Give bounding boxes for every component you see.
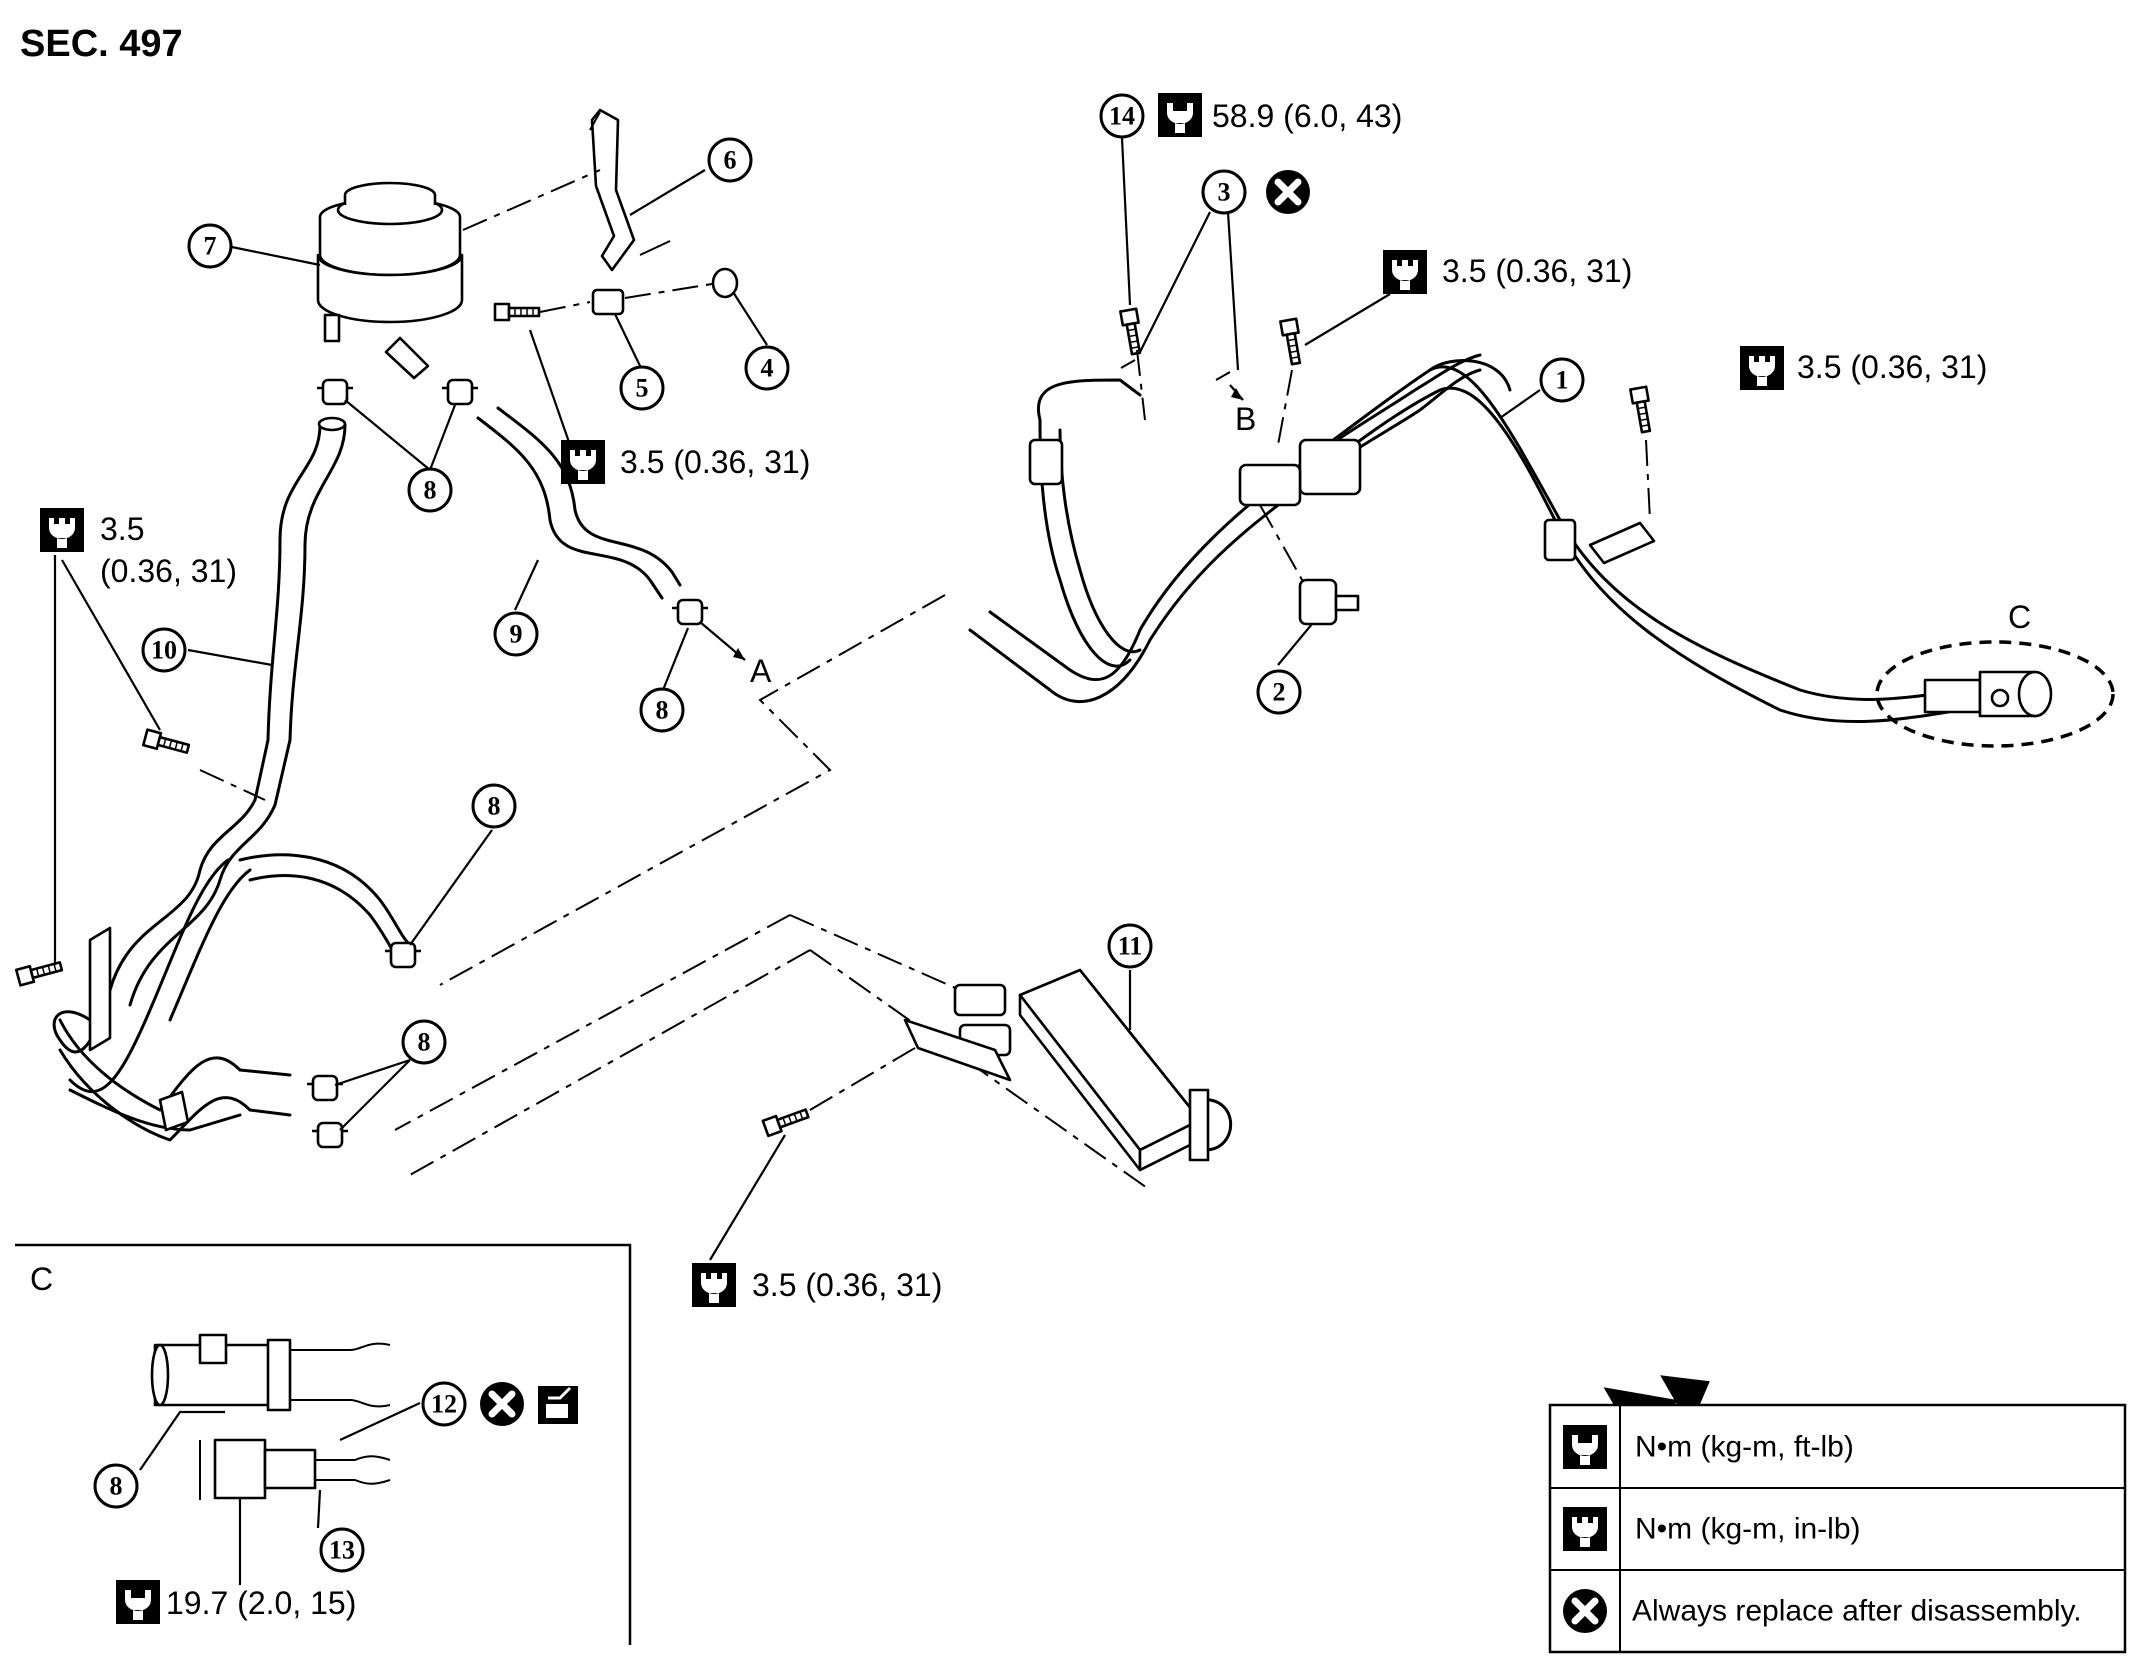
- svg-text:8: 8: [110, 1472, 123, 1501]
- hose-clamp: [383, 941, 423, 969]
- svg-text:13: 13: [329, 1536, 355, 1565]
- callout-3: 3: [1139, 169, 1247, 371]
- detail-c-inset: C: [15, 1243, 632, 1645]
- torque-clip-bolt: 3.5 (0.36, 31): [1740, 346, 1987, 390]
- svg-text:3.5: 3.5: [100, 511, 144, 547]
- callout-5: 5: [614, 313, 665, 411]
- collar: [591, 288, 625, 316]
- svg-text:3: 3: [1218, 178, 1231, 207]
- svg-text:3.5 (0.36, 31): 3.5 (0.36, 31): [752, 1267, 942, 1303]
- svg-text:N•m (kg-m, ft-lb): N•m (kg-m, ft-lb): [1635, 1431, 1854, 1464]
- callout-8-suction: 8: [639, 627, 690, 733]
- detail-c-boundary: [1875, 640, 2115, 748]
- torque-flare-nut: 19.7 (2.0, 15): [116, 1498, 356, 1624]
- svg-text:3.5 (0.36, 31): 3.5 (0.36, 31): [1797, 349, 1987, 385]
- svg-text:14: 14: [1109, 102, 1135, 131]
- svg-text:(0.36, 31): (0.36, 31): [100, 553, 237, 589]
- torque-in-lb-icon: [1563, 1507, 1607, 1551]
- svg-text:58.9 (6.0, 43): 58.9 (6.0, 43): [1212, 98, 1402, 134]
- torque-cooler-bolt: 3.5 (0.36, 31): [692, 1134, 942, 1307]
- callout-6: 6: [629, 137, 753, 216]
- legend-row-in-lb: N•m (kg-m, in-lb): [1563, 1507, 1861, 1551]
- eye-bolt: [1119, 307, 1146, 357]
- marker-a: A: [750, 653, 772, 689]
- svg-text:7: 7: [204, 232, 217, 261]
- hose-clamp: [670, 598, 710, 626]
- callout-2: 2: [1256, 623, 1313, 715]
- lower-bolt: [141, 728, 192, 758]
- line-bolt: [1279, 317, 1306, 367]
- replace-icon: [1563, 1589, 1607, 1633]
- callout-8-cooler: 8: [334, 1019, 447, 1131]
- svg-text:N•m (kg-m, in-lb): N•m (kg-m, in-lb): [1635, 1513, 1861, 1546]
- hose-clamp: [305, 1074, 345, 1102]
- svg-text:6: 6: [724, 146, 737, 175]
- svg-text:Always replace after disassemb: Always replace after disassembly.: [1632, 1595, 2082, 1628]
- callout-7: 7: [187, 223, 321, 269]
- svg-text:8: 8: [656, 696, 669, 725]
- marker-b: B: [1235, 401, 1256, 437]
- pressure-sensor: [1259, 504, 1360, 626]
- svg-text:4: 4: [761, 354, 774, 383]
- lower-piping: [52, 738, 412, 1142]
- copper-washer: [1120, 359, 1231, 381]
- callout-10: 10: [141, 627, 273, 673]
- callout-4: 4: [732, 291, 790, 391]
- torque-left-bolts: 3.5 (0.36, 31): [40, 508, 237, 965]
- svg-text:3.5 (0.36, 31): 3.5 (0.36, 31): [1442, 253, 1632, 289]
- fluid-apply-icon: [538, 1380, 578, 1424]
- svg-text:5: 5: [636, 374, 649, 403]
- callout-8-lower: 8: [409, 783, 517, 946]
- svg-text:1: 1: [1556, 366, 1569, 395]
- reservoir-bracket: [589, 108, 671, 272]
- svg-text:8: 8: [418, 1028, 431, 1057]
- svg-text:8: 8: [488, 792, 501, 821]
- torque-line-bolt: 3.5 (0.36, 31): [1304, 250, 1632, 346]
- legend-row-ft-lb: N•m (kg-m, ft-lb): [1563, 1425, 1854, 1469]
- callout-12: 12: [339, 1380, 578, 1441]
- reservoir-tank: [316, 181, 464, 380]
- svg-text:10: 10: [151, 636, 177, 665]
- grommet: [711, 267, 739, 299]
- bracket-bolt: [493, 302, 541, 322]
- cooler-bolt: [761, 1104, 811, 1138]
- legend-row-replace: Always replace after disassembly.: [1563, 1589, 2082, 1633]
- callout-8-upper: 8: [344, 399, 457, 513]
- replace-icon: [480, 1382, 524, 1426]
- svg-text:C: C: [30, 1261, 53, 1297]
- callout-1: 1: [1499, 357, 1585, 419]
- svg-text:19.7 (2.0, 15): 19.7 (2.0, 15): [166, 1585, 356, 1621]
- line-end-fitting-c: [1923, 670, 2053, 718]
- pressure-line-assembly: [968, 353, 1962, 724]
- callout-9: 9: [493, 559, 539, 657]
- oil-cooler: [903, 968, 1233, 1172]
- svg-text:2: 2: [1273, 678, 1286, 707]
- hose-clamp: [440, 378, 480, 406]
- suction-hose: [476, 406, 682, 600]
- callout-11: 11: [1107, 923, 1153, 1030]
- legend: N•m (kg-m, ft-lb) N•m (kg-m, in-lb) Alwa…: [1548, 1403, 2127, 1654]
- callout-14: 14: [1099, 93, 1145, 306]
- svg-text:9: 9: [510, 620, 523, 649]
- torque-bracket-bolt: 3.5 (0.36, 31): [528, 329, 810, 484]
- callout-13: 13: [316, 1489, 365, 1573]
- torque-eye-bolt: 58.9 (6.0, 43): [1158, 93, 1402, 137]
- svg-text:3.5 (0.36, 31): 3.5 (0.36, 31): [620, 444, 810, 480]
- callout-8-inset: 8: [93, 1410, 225, 1509]
- svg-text:12: 12: [431, 1390, 457, 1419]
- section-title: SEC. 497: [20, 23, 183, 65]
- torque-ft-lb-icon: [1563, 1425, 1607, 1469]
- replace-icon: [1266, 170, 1310, 214]
- clip-bolt: [1629, 385, 1656, 435]
- svg-text:8: 8: [424, 476, 437, 505]
- hose-clamp: [315, 378, 355, 406]
- marker-c: C: [2008, 599, 2031, 635]
- svg-text:11: 11: [1118, 932, 1143, 961]
- return-hose: [266, 416, 347, 742]
